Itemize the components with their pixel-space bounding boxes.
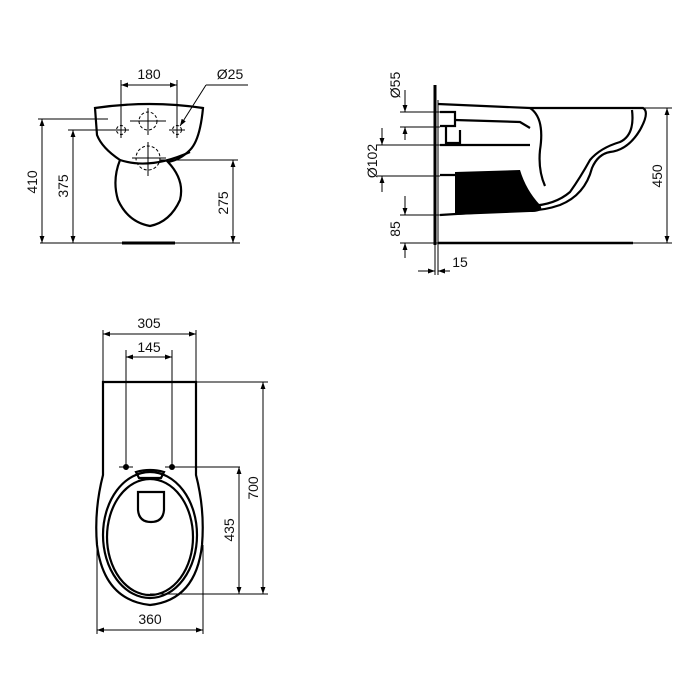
front-view: 180 Ø25 410 375 275: [24, 66, 248, 245]
dim-275: 275: [215, 191, 231, 215]
dim-15: 15: [452, 254, 468, 270]
dim-305: 305: [137, 315, 161, 331]
dim-435: 435: [221, 518, 237, 542]
front-bowl-outline: [93, 102, 205, 228]
dim-360: 360: [138, 611, 162, 627]
dim-700: 700: [245, 476, 261, 500]
side-view: Ø55 Ø102 85 15 450: [364, 72, 672, 275]
seat-outer: [101, 470, 199, 600]
dim-180: 180: [137, 66, 161, 82]
dim-450: 450: [649, 164, 665, 188]
dim-d102: Ø102: [364, 144, 380, 178]
outlet-fill: [455, 170, 542, 215]
dim-375: 375: [55, 174, 71, 198]
dim-145: 145: [137, 339, 161, 355]
top-body-outline: [95, 380, 204, 607]
dim-85: 85: [387, 221, 403, 237]
dim-410: 410: [24, 170, 40, 194]
bowl-opening: [136, 490, 166, 524]
dim-d25: Ø25: [217, 66, 244, 82]
top-view: 305 145 700 435 360: [95, 315, 268, 634]
dim-d55: Ø55: [387, 72, 403, 99]
